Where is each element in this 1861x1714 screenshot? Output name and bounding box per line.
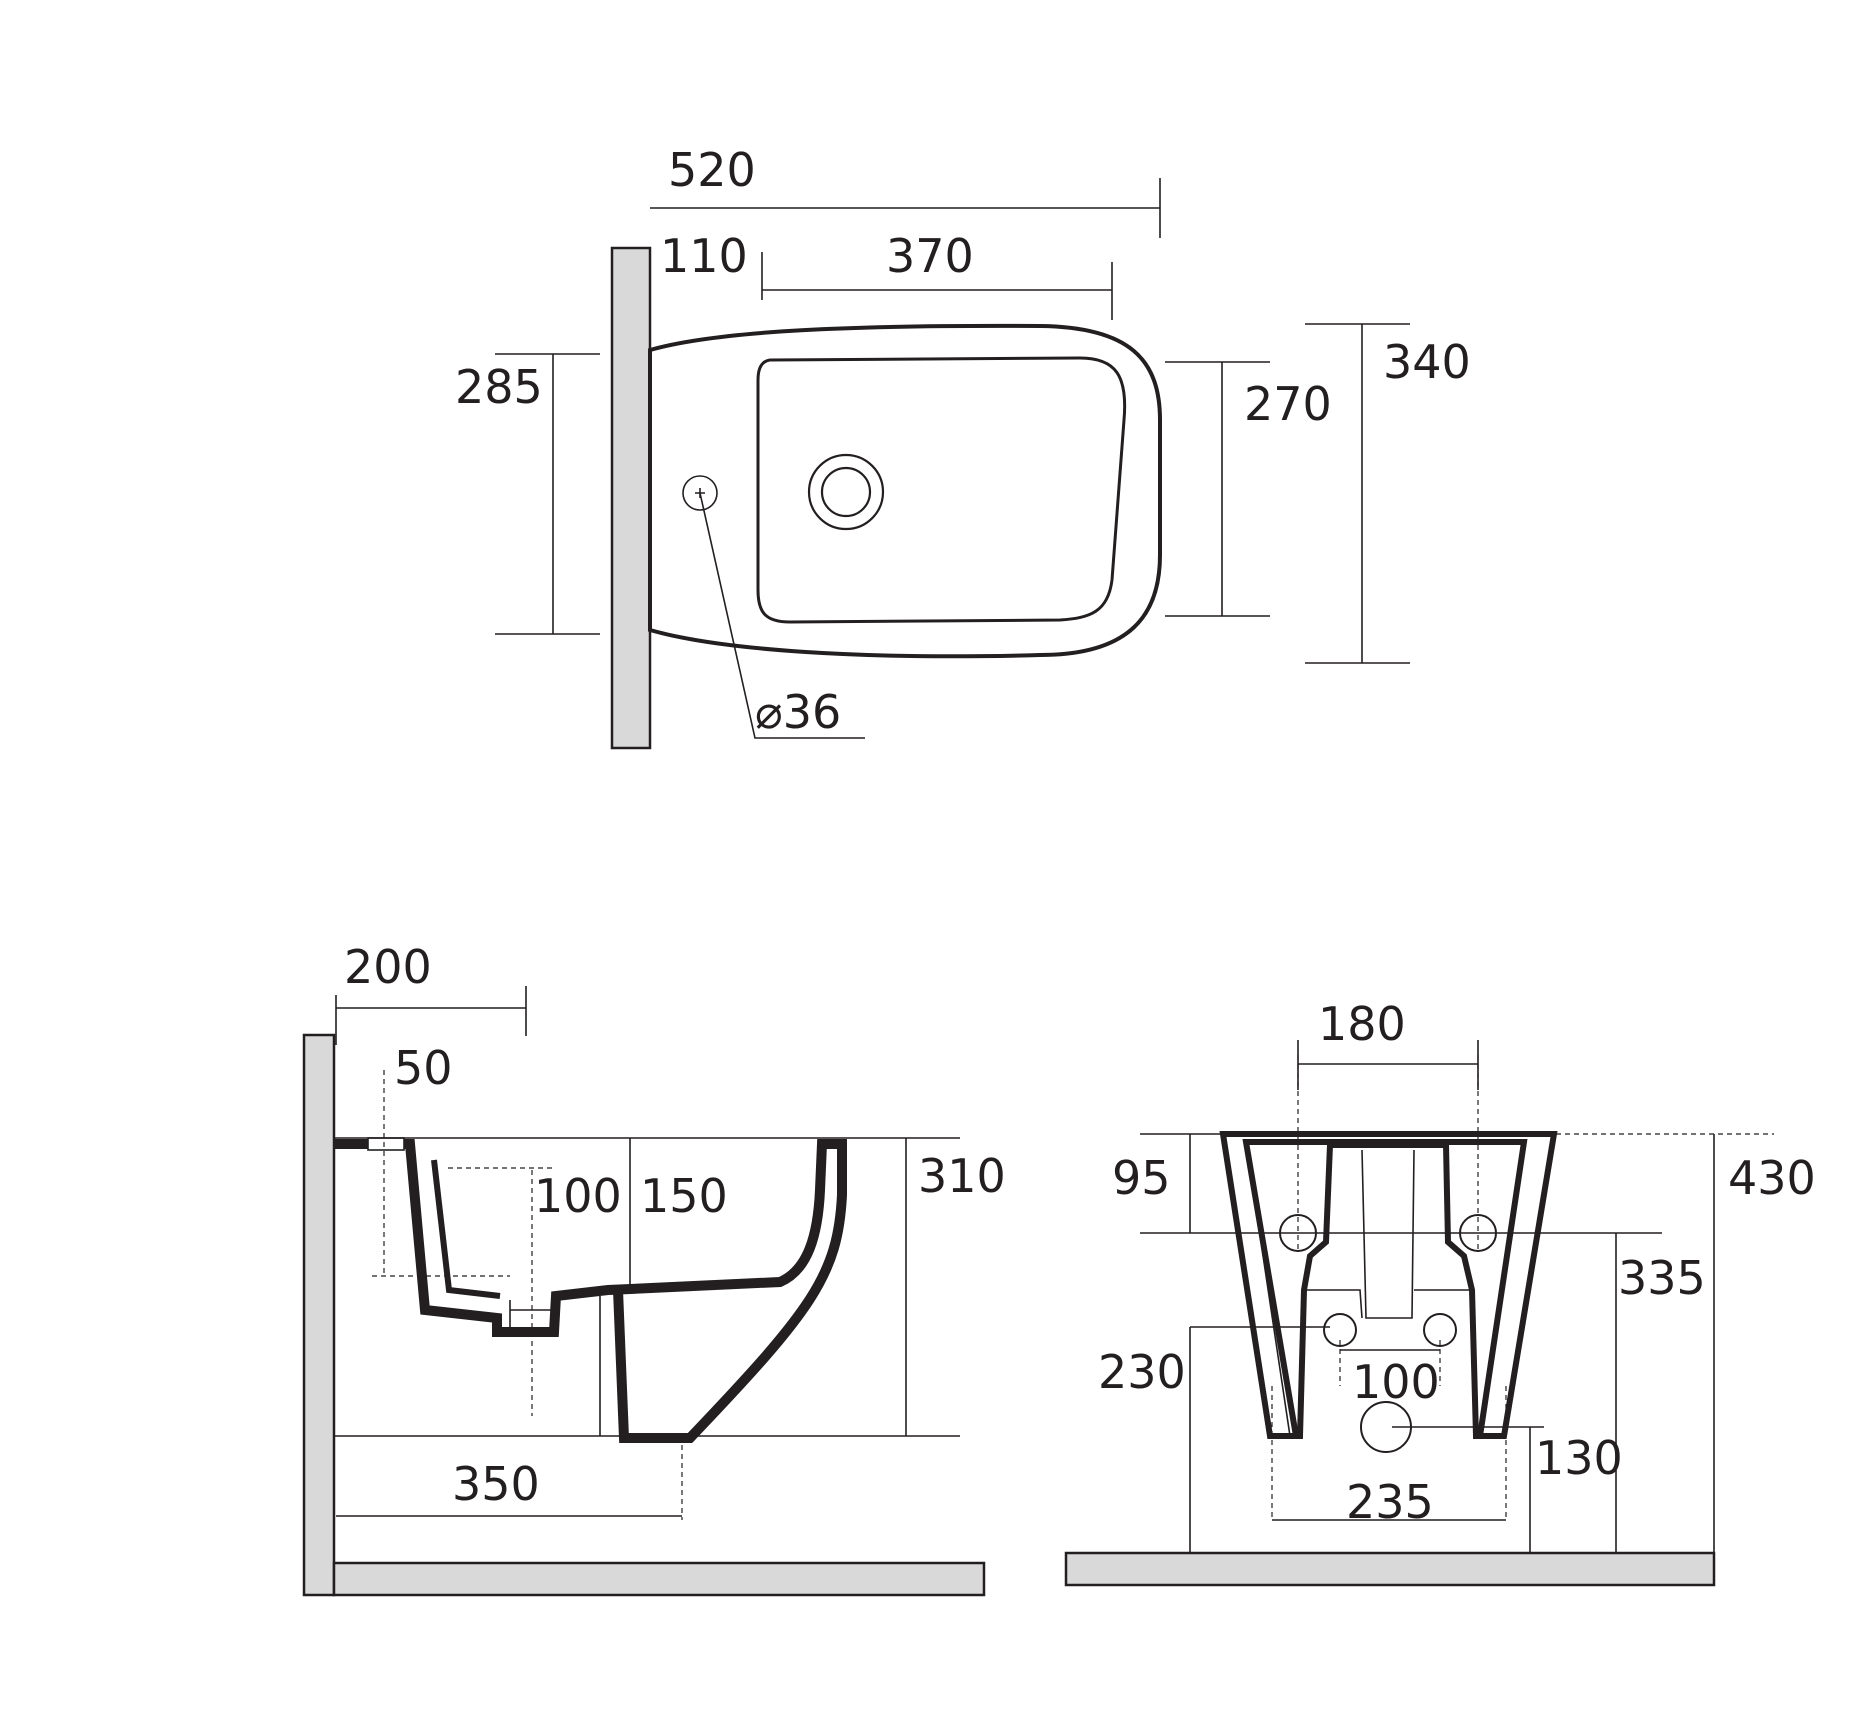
dim-150: 150 [640, 1169, 728, 1223]
top-view: 520 110 370 285 270 340 ⌀36 [455, 143, 1471, 750]
side-view-bidet-section [334, 1139, 847, 1443]
side-view: 200 50 100 150 310 350 [302, 940, 1006, 1597]
dim-95: 95 [1112, 1151, 1171, 1205]
dim-285: 285 [455, 360, 543, 414]
rear-view-fixing-lower-right [1423, 1313, 1457, 1347]
top-view-drain-inner [820, 466, 872, 518]
dim-130: 130 [1535, 1431, 1623, 1485]
rear-view-floor [1064, 1551, 1716, 1587]
dim-340: 340 [1383, 335, 1471, 389]
dim-310: 310 [918, 1149, 1006, 1203]
dim-180: 180 [1318, 997, 1406, 1051]
top-view-wall [610, 246, 652, 750]
dim-110: 110 [660, 229, 748, 283]
dim-200: 200 [344, 940, 432, 994]
rear-view-fixing-lower-left [1323, 1313, 1357, 1347]
rear-view: 180 95 430 335 230 100 130 235 [1064, 997, 1816, 1587]
rear-view-cavity [1280, 1142, 1496, 1439]
dim-270: 270 [1244, 377, 1332, 431]
dim-370: 370 [886, 229, 974, 283]
dim-335: 335 [1618, 1251, 1706, 1305]
dim-430: 430 [1728, 1151, 1816, 1205]
dim-520: 520 [668, 143, 756, 197]
side-view-floor [332, 1561, 986, 1597]
top-view-drain-outer [807, 453, 885, 531]
dim-100-drain: 100 [534, 1169, 622, 1223]
dim-50: 50 [394, 1041, 453, 1095]
dim-350: 350 [452, 1457, 540, 1511]
dim-235: 235 [1346, 1475, 1434, 1529]
top-view-tap-hole [682, 475, 718, 511]
dim-100-lower: 100 [1352, 1355, 1440, 1409]
dim-230: 230 [1098, 1345, 1186, 1399]
dim-tap-diameter: ⌀36 [755, 685, 841, 739]
top-view-bowl [756, 356, 1127, 624]
side-view-wall [302, 1033, 336, 1597]
